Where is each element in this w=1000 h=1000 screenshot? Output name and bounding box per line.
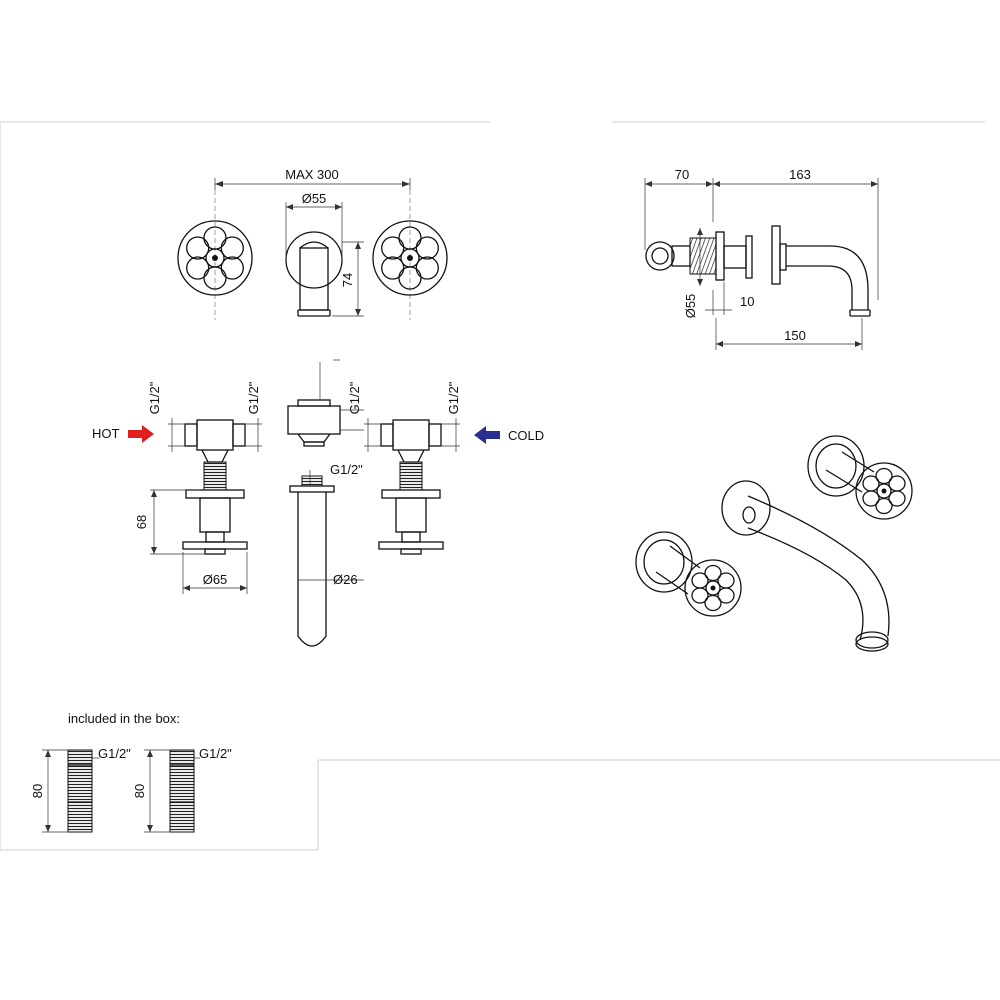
spout-thread-label: G1/2"	[330, 462, 363, 477]
included-in-box: included in the box: 80 G1/2" 80 G1/2	[30, 711, 232, 833]
hot-label: HOT	[92, 426, 120, 441]
nipple1-thread-label: G1/2"	[98, 746, 131, 761]
components-view: G1/2" G1/2" HOT 68 Ø65 G1/2"	[92, 359, 544, 647]
valve-plate-dia-label: Ø65	[203, 572, 228, 587]
page-frame	[0, 121, 1000, 851]
max-spacing-label: MAX 300	[285, 167, 338, 182]
nipple-2: 80 G1/2"	[132, 746, 232, 833]
side-gap-label: 10	[740, 294, 754, 309]
back-handle-wheel	[855, 462, 913, 520]
cold-valve	[378, 419, 444, 555]
spout-height-label: 74	[340, 273, 355, 287]
hot-arrow-icon	[128, 425, 154, 443]
spout-front	[285, 231, 343, 317]
side-rosette-dia-label: Ø55	[683, 294, 698, 319]
hot-valve	[182, 419, 248, 555]
cold-label: COLD	[508, 428, 544, 443]
side-length-label: 163	[789, 167, 811, 182]
thread-spout-top-label: G1/2"	[347, 381, 362, 414]
side-reach-label: 150	[784, 328, 806, 343]
side-projection-label: 70	[675, 167, 689, 182]
isometric-view	[635, 435, 913, 652]
spout-rosette-dia-label: Ø55	[302, 191, 327, 206]
side-view: 70 163 Ø55 10 150	[644, 167, 879, 350]
thread-hot-top-label: G1/2"	[147, 381, 162, 414]
spout-tube-dia-label: Ø26	[333, 572, 358, 587]
valve-depth-label: 68	[134, 515, 149, 529]
included-label: included in the box:	[68, 711, 180, 726]
thread-hot-side-label: G1/2"	[246, 381, 261, 414]
cold-arrow-icon	[474, 426, 500, 444]
nipple2-length-label: 80	[132, 784, 147, 798]
nipple1-length-label: 80	[30, 784, 45, 798]
front-view: MAX 300 Ø55 74	[177, 167, 448, 320]
nipple-1: 80 G1/2"	[30, 746, 131, 833]
thread-cold-side-label: G1/2"	[446, 381, 461, 414]
nipple2-thread-label: G1/2"	[199, 746, 232, 761]
front-handle-wheel	[684, 559, 742, 617]
spout-tube	[289, 475, 335, 647]
spout-connector	[287, 399, 341, 447]
